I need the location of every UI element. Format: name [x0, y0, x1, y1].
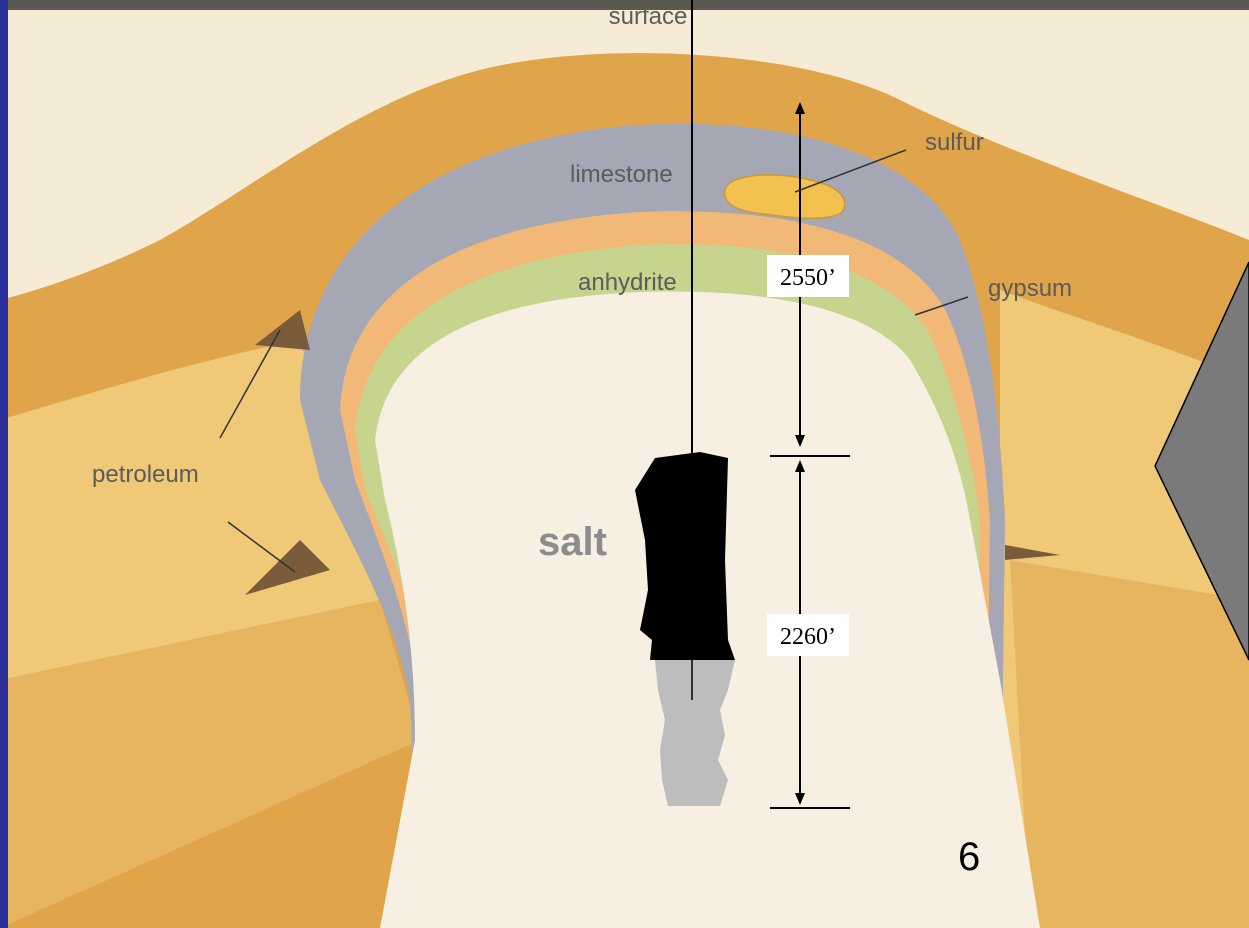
sulfur-label: sulfur	[925, 129, 984, 156]
surface-label: surface	[609, 3, 688, 30]
salt-label: salt	[538, 520, 607, 564]
sediment-right-mid	[1010, 560, 1249, 928]
limestone-label: limestone	[570, 161, 673, 188]
dimension-label-lower: 2260’	[780, 624, 836, 650]
anhydrite-label: anhydrite	[578, 269, 677, 296]
cavern-filled	[635, 452, 735, 660]
slide-number: 6	[958, 835, 980, 879]
left-border	[0, 0, 8, 928]
petroleum-label: petroleum	[92, 461, 199, 488]
gypsum-label: gypsum	[988, 275, 1072, 302]
dimension-label-upper: 2550’	[780, 265, 836, 291]
cavern-empty	[655, 660, 735, 806]
